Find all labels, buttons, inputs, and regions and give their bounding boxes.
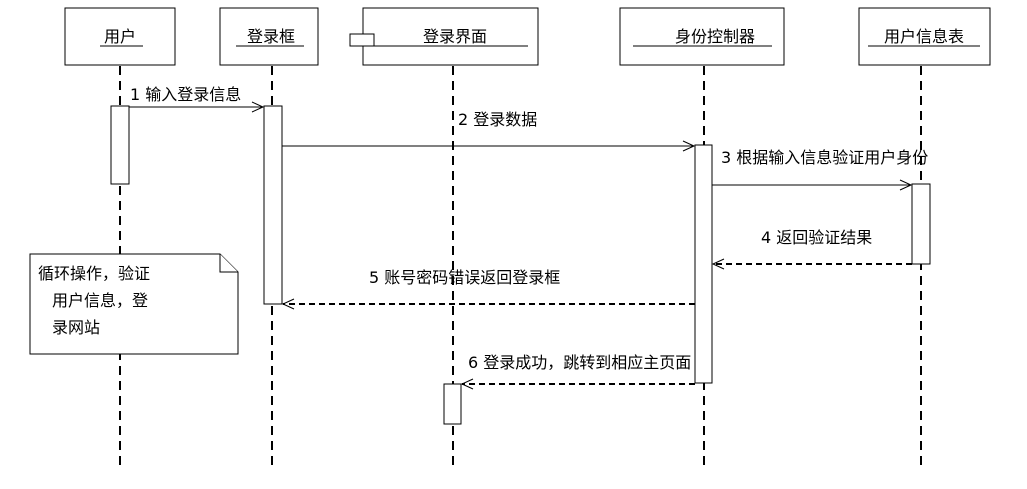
message-label: 3 根据输入信息验证用户身份 (721, 148, 928, 167)
arrowhead (460, 378, 474, 390)
message-5: 5 账号密码错误返回登录框 (281, 268, 695, 310)
arrowhead (711, 258, 725, 270)
activation-login-box (263, 105, 283, 305)
participant-label: 用户信息表 (884, 27, 964, 46)
message-1: 1 输入登录信息 (129, 85, 265, 113)
participant-label: 登录界面 (423, 27, 487, 46)
arrowhead (281, 298, 295, 310)
participant-login-box: 登录框 (219, 7, 319, 66)
participant-label: 用户 (104, 27, 136, 46)
participant-label: 身份控制器 (675, 27, 755, 46)
activation-identity-controller (694, 144, 713, 384)
message-3: 3 根据输入信息验证用户身份 (712, 148, 928, 191)
message-6: 6 登录成功，跳转到相应主页面 (460, 353, 695, 390)
message-label: 2 登录数据 (458, 110, 537, 129)
arrowhead (251, 101, 265, 113)
note: 循环操作，验证 用户信息，登 录网站 (29, 253, 239, 355)
message-4: 4 返回验证结果 (711, 228, 912, 270)
participant-identity-controller: 身份控制器 (619, 7, 785, 66)
message-label: 5 账号密码错误返回登录框 (369, 268, 560, 287)
note-line-1: 循环操作，验证 (38, 264, 150, 283)
message-label: 6 登录成功，跳转到相应主页面 (468, 353, 691, 372)
participant-box (64, 7, 176, 66)
participant-login-ui: 登录界面 (349, 7, 539, 66)
participant-box (219, 7, 319, 66)
message-label: 1 输入登录信息 (130, 85, 241, 104)
note-fold (219, 254, 238, 273)
participant-box (619, 7, 785, 66)
message-2: 2 登录数据 (282, 110, 696, 152)
participant-user: 用户 (64, 7, 176, 66)
note-line-3: 录网站 (52, 318, 100, 337)
participant-label: 登录框 (247, 27, 295, 46)
activation-user-table (911, 183, 931, 265)
message-label: 4 返回验证结果 (761, 228, 872, 247)
arrowhead (899, 179, 913, 191)
note-line-2: 用户信息，登 (52, 291, 148, 310)
activation-user (110, 105, 130, 185)
participant-user-table: 用户信息表 (858, 7, 991, 66)
participant-box (858, 7, 991, 66)
note-box (29, 253, 239, 355)
activation-login-ui (443, 383, 462, 425)
arrowhead (682, 140, 696, 152)
component-icon (349, 33, 375, 47)
